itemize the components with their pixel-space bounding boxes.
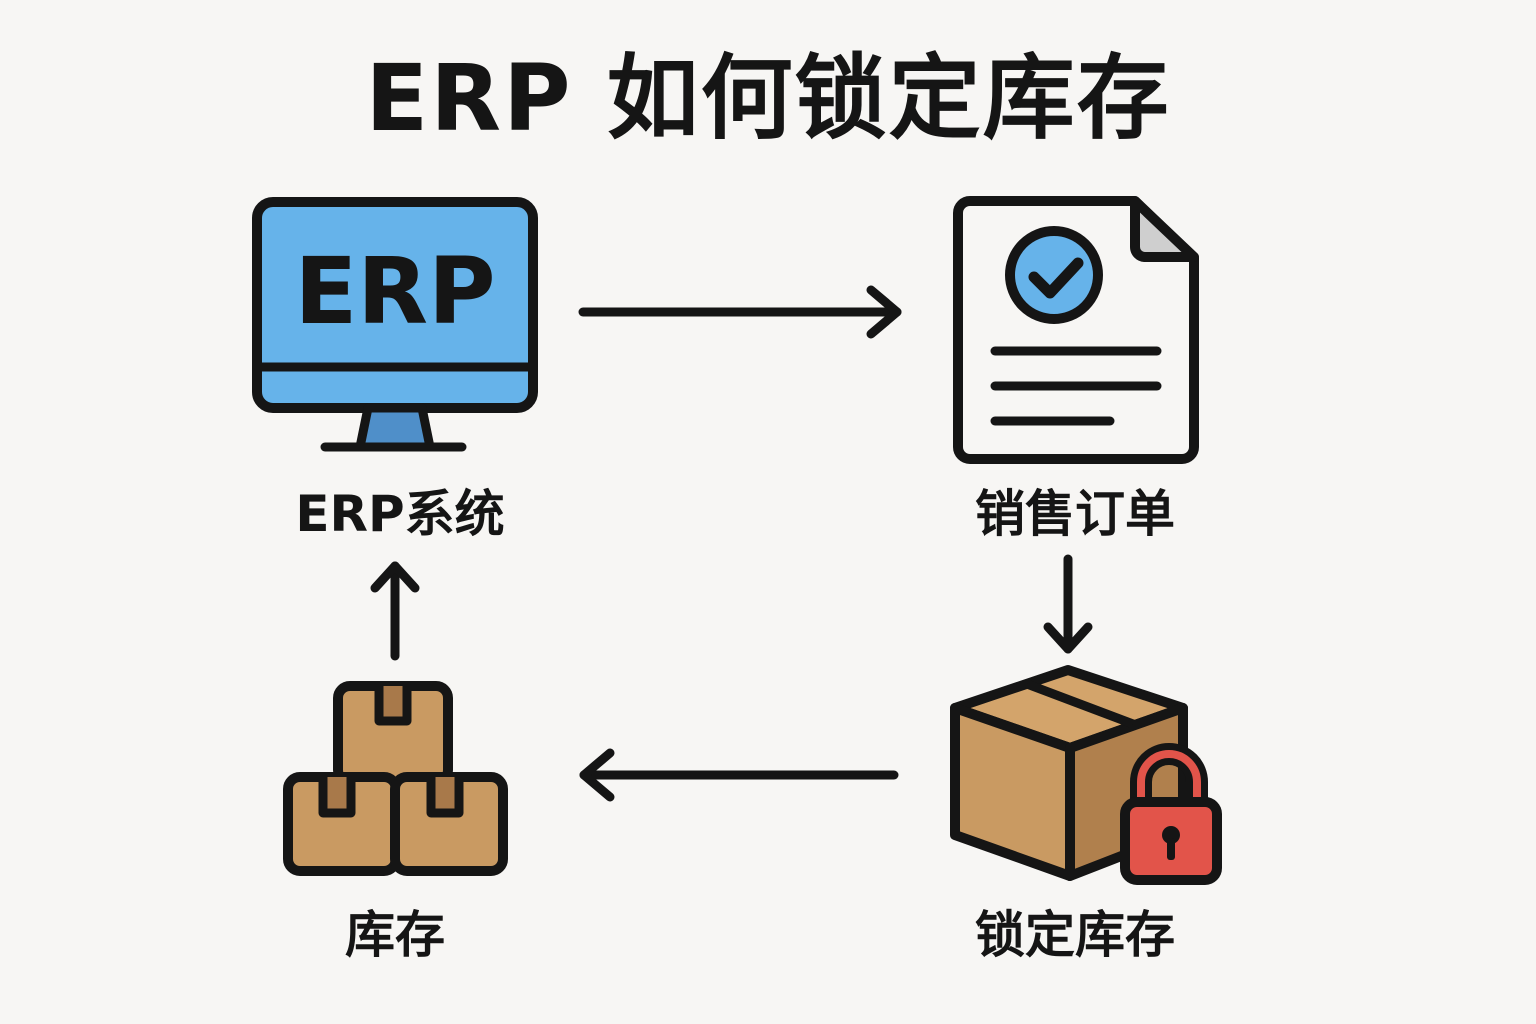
stacked-boxes-icon [283,681,508,876]
box-top-stack [333,681,453,787]
arrow-down-icon [1043,554,1093,654]
arrow-left-icon [579,748,899,802]
lock-icon [1120,743,1222,885]
check-circle [1005,226,1103,324]
sales-order-label: 销售订单 [975,485,1175,543]
diagram-title: ERP 如何锁定库存 [365,45,1171,152]
lock-keyhole [1162,826,1180,844]
inventory-label: 库存 [345,906,445,964]
document-check-icon [953,196,1199,464]
monitor-stand [355,403,435,452]
box-bottom-left [283,772,401,876]
box-tape [1025,679,1135,729]
box-bottom-right [390,772,508,876]
checkmark-icon [1028,257,1084,299]
arrow-right-icon [578,285,902,339]
erp-system-label: ERP系统 [295,485,505,543]
monitor-icon: ERP [252,197,538,452]
document-fold [1130,196,1199,262]
monitor-screen-text: ERP [294,238,495,345]
arrow-up-icon [370,561,420,661]
box-lock-icon [950,665,1222,885]
locked-inventory-label: 锁定库存 [975,906,1175,964]
